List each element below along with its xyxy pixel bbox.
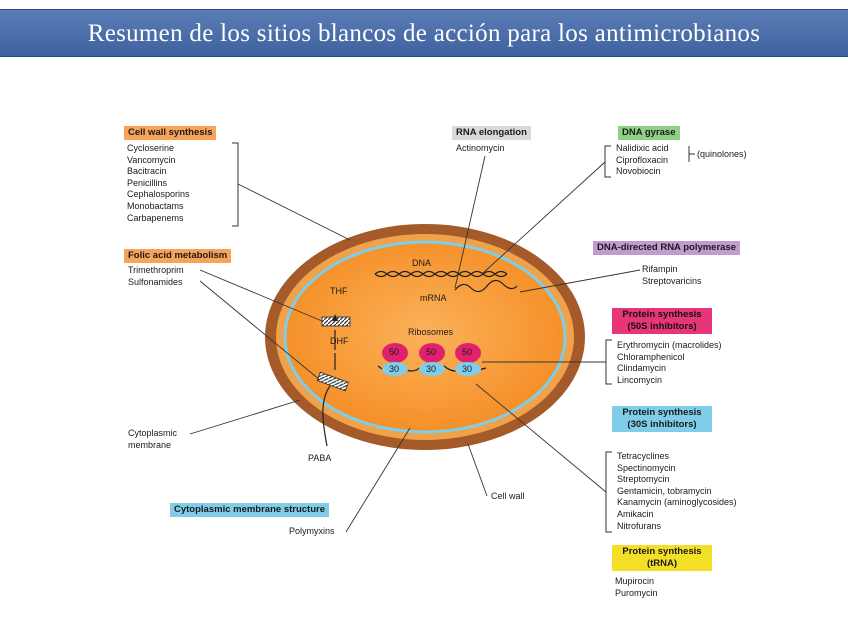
protein-50s-label: Protein synthesis (50S inhibitors) <box>612 308 712 334</box>
protein-30s-label: Protein synthesis (30S inhibitors) <box>612 406 712 432</box>
drug-item: Trimethroprim <box>128 265 184 275</box>
ribosome-30s-label: 30 <box>426 364 437 374</box>
drug-item: Kanamycin (aminoglycosides) <box>617 497 737 508</box>
rna-elongation-drugs: Actinomycin <box>456 143 505 155</box>
leader-line <box>345 427 411 533</box>
drug-item: Sulfonamides <box>128 276 183 287</box>
cell-wall-annotation: Cell wall <box>491 491 525 501</box>
label-line: Protein synthesis <box>622 309 702 320</box>
label-line: Protein synthesis <box>622 546 702 557</box>
drug-item: Nalidixic acid <box>616 143 669 153</box>
ribosomes-label: Ribosomes <box>408 327 454 337</box>
dhf-label: DHF <box>330 336 349 346</box>
drug-item: Streptomycin <box>617 474 670 485</box>
protein-50s-bracket <box>605 339 612 385</box>
label-line: (30S inhibitors) <box>627 419 697 430</box>
drug-item: Gentamicin, tobramycin <box>617 485 712 496</box>
label-line: (tRNA) <box>646 558 678 569</box>
drug-item: Rifampin <box>642 264 678 274</box>
leader-line <box>519 269 641 293</box>
cell-wall-synthesis-label: Cell wall synthesis <box>124 126 217 140</box>
rna-polymerase-drugs: Rifampin Streptovaricins <box>642 264 702 287</box>
page-title: Resumen de los sitios blancos de acción … <box>87 20 761 47</box>
paba-label: PABA <box>308 453 332 463</box>
drug-item: Vancomycin <box>127 154 176 165</box>
drug-item: Streptovaricins <box>642 275 702 286</box>
drug-item: Chloramphenicol <box>617 351 685 362</box>
drug-item: Penicillins <box>127 177 168 188</box>
drug-item: Erythromycin (macrolides) <box>617 340 722 350</box>
ribosome-50s-label: 50 <box>462 347 473 357</box>
drug-item: Carbapenems <box>127 212 184 223</box>
ribosome-30s-label: 30 <box>462 364 473 374</box>
label-line: (50S inhibitors) <box>627 321 697 332</box>
cytoplasmic-membrane-annotation: Cytoplasmic membrane <box>128 428 177 451</box>
drug-item: Puromycin <box>615 587 658 598</box>
dna-gyrase-drugs: Nalidixic acid Ciprofloxacin Novobiocin <box>616 143 669 178</box>
leader-line <box>199 269 323 322</box>
leader-line <box>481 161 606 275</box>
leader-line <box>454 155 486 289</box>
dna-strand <box>374 270 508 278</box>
ribosome-30s <box>419 362 445 376</box>
drug-item: Cephalosporins <box>127 189 190 200</box>
annotation-line: Cytoplasmic <box>128 428 178 438</box>
protein-30s-drugs: Tetracyclines Spectinomycin Streptomycin… <box>617 451 737 532</box>
protein-trna-drugs: Mupirocin Puromycin <box>615 576 658 599</box>
ribosome-50s-label: 50 <box>426 347 437 357</box>
folic-acid-label: Folic acid metabolism <box>124 249 232 263</box>
ribosome-50s-label: 50 <box>389 347 400 357</box>
drug-item: Ciprofloxacin <box>616 154 669 165</box>
rna-polymerase-label: DNA-directed RNA polymerase <box>593 241 741 255</box>
protein-30s-bracket <box>605 451 612 533</box>
leader-line <box>189 399 301 435</box>
cell-wall-synthesis-drugs: Cycloserine Vancomycin Bacitracin Penici… <box>127 143 190 224</box>
ribosome-50s <box>419 343 445 363</box>
ribosome-30s <box>382 362 408 376</box>
protein-trna-label: Protein synthesis (tRNA) <box>612 545 712 571</box>
cytoplasmic-membrane-structure-label: Cytoplasmic membrane structure <box>170 503 329 517</box>
dna-gyrase-label: DNA gyrase <box>618 126 680 140</box>
drug-item: Monobactams <box>127 200 184 211</box>
drug-item: Novobiocin <box>616 166 661 177</box>
title-bar <box>0 9 848 57</box>
drug-item: Bacitracin <box>127 166 167 177</box>
folic-acid-drugs: Trimethroprim Sulfonamides <box>128 265 184 288</box>
polymyxins-label: Polymyxins <box>289 526 335 536</box>
leader-line <box>199 280 321 381</box>
mrna-label: mRNA <box>420 293 447 303</box>
dhp-synthase-block <box>316 371 349 392</box>
quinolones-note: (quinolones) <box>697 149 747 159</box>
cell-wall-bracket <box>232 142 239 227</box>
drug-item: Cycloserine <box>127 143 175 153</box>
drug-item: Lincomycin <box>617 374 663 385</box>
ribosome-30s <box>455 362 481 376</box>
rna-elongation-label: RNA elongation <box>452 126 531 140</box>
label-line: Protein synthesis <box>622 407 702 418</box>
drug-item: Clindamycin <box>617 363 667 374</box>
protein-50s-drugs: Erythromycin (macrolides) Chloramphenico… <box>617 340 722 386</box>
mrna-strand <box>454 279 518 293</box>
thf-label: THF <box>330 286 348 296</box>
drug-item: Spectinomycin <box>617 462 676 473</box>
drug-item: Amikacin <box>617 508 654 519</box>
dna-gyrase-bracket <box>604 145 611 178</box>
ribosome-50s <box>455 343 481 363</box>
leader-line <box>467 443 488 497</box>
leader-line <box>237 183 351 241</box>
drug-item: Actinomycin <box>456 143 505 153</box>
annotation-line: membrane <box>128 439 172 450</box>
drug-item: Nitrofurans <box>617 520 662 531</box>
cytoplasm-shape <box>283 240 567 434</box>
ribosome-30s-label: 30 <box>389 364 400 374</box>
drug-item: Tetracyclines <box>617 451 670 461</box>
ribosome-50s <box>382 343 408 363</box>
drug-item: Mupirocin <box>615 576 655 586</box>
leader-line <box>475 383 607 493</box>
dna-label: DNA <box>412 258 432 268</box>
